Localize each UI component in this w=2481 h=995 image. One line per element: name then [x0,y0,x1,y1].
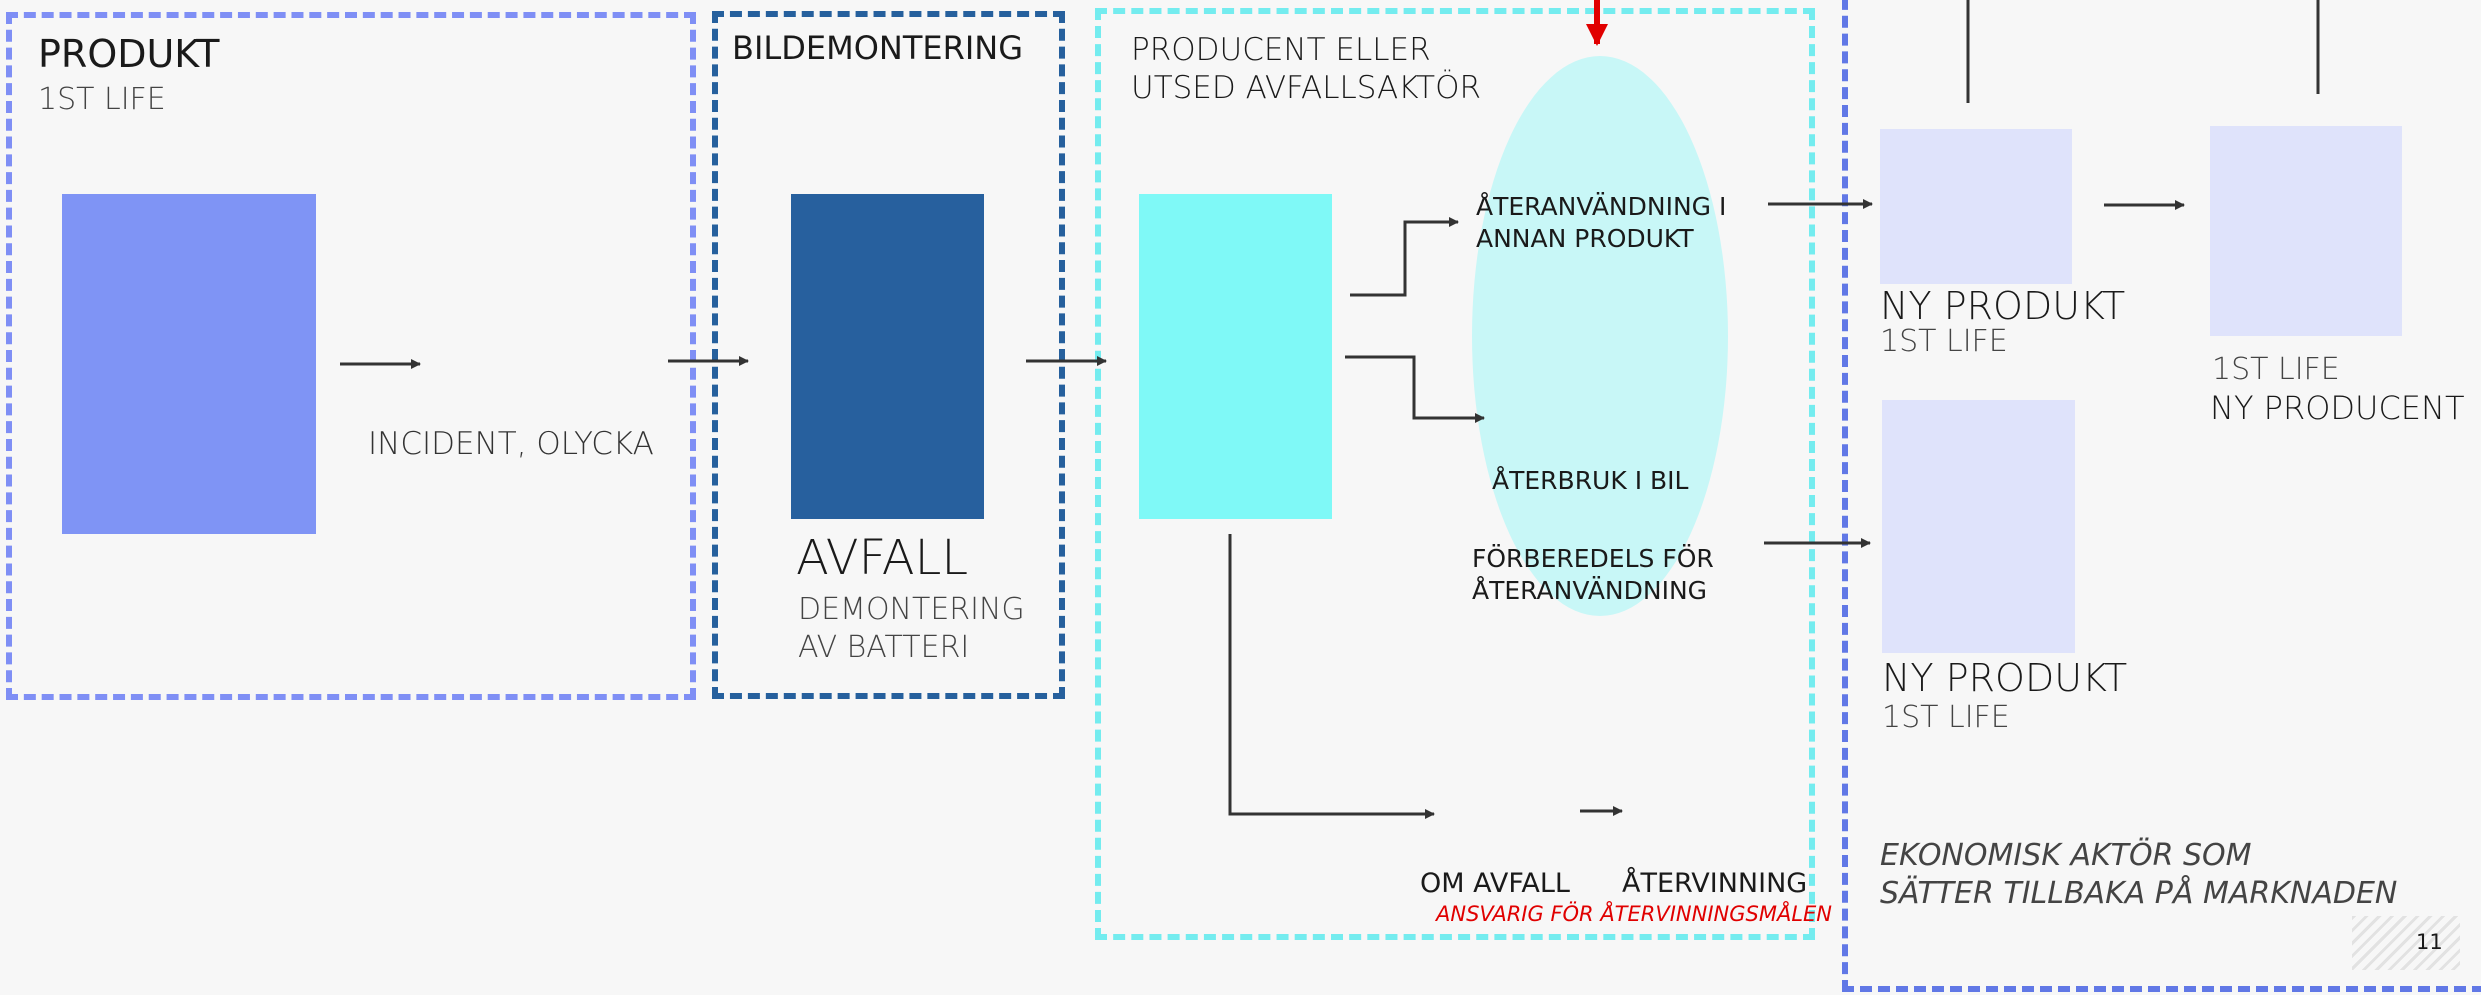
waste-title: AVFALL [796,530,969,586]
new-producer-panel [2210,126,2402,336]
new-producer-sub: 1ST LIFE [2212,352,2340,387]
waste-sub2: AV BATTERI [798,630,970,665]
producent-title-2: UTSED AVFALLSAKTÖR [1131,70,1482,106]
aktor-group [1842,0,2481,992]
responsible-label: ANSVARIG FÖR ÅTERVINNINGSMÅLEN [1436,902,1833,926]
reuse-car-label: ÅTERBRUK I BIL [1492,466,1689,495]
new-product2-sub: 1ST LIFE [1882,700,2010,735]
bildemontering-title: BILDEMONTERING [732,29,1023,67]
reuse-other-2: ANNAN PRODUKT [1476,224,1694,253]
prep-2: ÅTERANVÄNDNING [1472,576,1708,605]
prep-1: FÖRBEREDELS FÖR [1472,544,1714,573]
page-corner [2352,916,2460,970]
aktor-note-1: EKONOMISK AKTÖR SOM [1880,838,2252,873]
new-product-sub: 1ST LIFE [1880,324,2008,359]
page-number: 11 [2416,930,2443,954]
producent-title-1: PRODUCENT ELLER [1131,32,1431,68]
arrow-factory-to-reuse-car [1345,355,1485,423]
produkt-title: PRODUKT [38,32,220,76]
recycling-label: ÅTERVINNING [1622,868,1808,899]
reuse-other-1: ÅTERANVÄNDNING I [1476,192,1727,221]
producent-group [1095,8,1815,940]
bildemontering-group [712,11,1065,699]
produkt-subtitle: 1ST LIFE [38,82,166,117]
new-producer-title: NY PRODUCENT [2210,389,2465,427]
new-product2-title: NY PRODUKT [1882,656,2128,700]
arrow-factory-to-waste [1228,534,1435,819]
arrow-factory-to-reuse-other [1350,217,1459,297]
aktor-note-2: SÄTTER TILLBAKA PÅ MARKNADEN [1880,876,2398,911]
waste-label: OM AVFALL [1420,868,1570,899]
produkt-group [6,12,696,700]
incident-label: INCIDENT, OLYCKA [368,426,654,462]
new-product-title: NY PRODUKT [1880,284,2126,328]
waste-sub1: DEMONTERING [798,592,1025,627]
